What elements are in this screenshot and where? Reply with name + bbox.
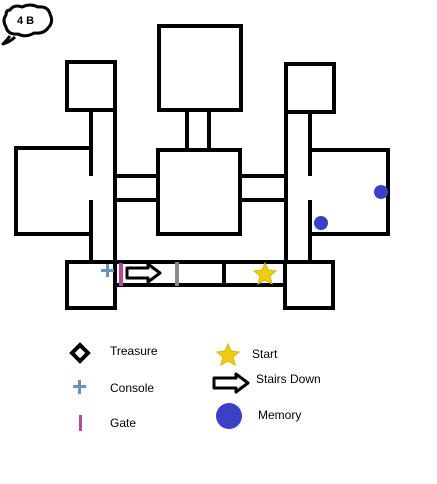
legend-memory-icon <box>216 403 242 429</box>
stairs-down-icon <box>125 262 162 284</box>
legend-gate-icon <box>79 415 82 431</box>
legend-start-label: Start <box>252 347 278 361</box>
room-bottom-right <box>283 260 335 310</box>
console-icon <box>101 264 114 277</box>
legend: Treasure Console Gate Start Stairs Down … <box>69 342 321 431</box>
connector-right <box>238 174 288 202</box>
start-star-icon <box>252 261 278 286</box>
floor-label: 4 B <box>17 15 34 27</box>
corridor-right-vertical <box>284 110 312 264</box>
corridor-left-vertical <box>89 108 117 264</box>
legend-stairs-down-label: Stairs Down <box>256 372 321 386</box>
map-walls <box>14 24 390 310</box>
closed-gate-marker <box>175 262 179 286</box>
legend-treasure-label: Treasure <box>110 344 158 358</box>
room-top-right <box>284 62 336 114</box>
room-middle-left <box>14 146 93 236</box>
room-bottom-left <box>65 260 117 310</box>
map-markers <box>101 185 388 286</box>
legend-stairs-down-icon <box>212 372 250 394</box>
legend-memory-label: Memory <box>258 408 301 422</box>
room-top-center <box>157 24 243 112</box>
legend-console-icon <box>73 380 86 394</box>
legend-gate-label: Gate <box>110 416 136 430</box>
floor-badge-bubble <box>1 3 54 46</box>
gate-icon <box>119 263 123 286</box>
room-middle-center <box>156 148 242 236</box>
treasure-icon <box>69 342 91 364</box>
floor-badge: 4 B <box>1 3 54 46</box>
room-top-left <box>65 60 117 112</box>
connector-left <box>113 174 160 202</box>
corridor-center-vertical <box>185 108 211 152</box>
legend-console-label: Console <box>110 381 154 395</box>
memory-icon <box>374 185 388 199</box>
memory-icon <box>314 216 328 230</box>
doorways <box>88 176 313 200</box>
legend-start-icon <box>215 342 241 367</box>
